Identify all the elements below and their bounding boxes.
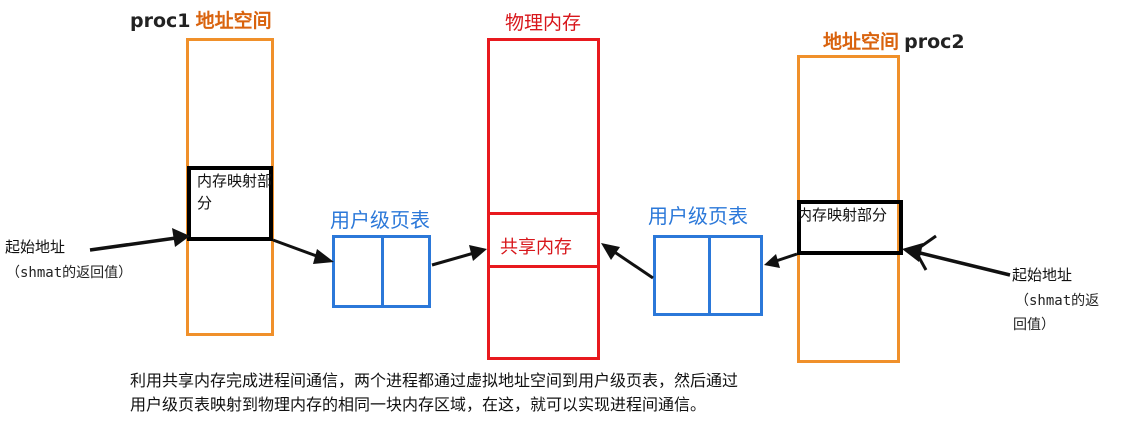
left-page-table bbox=[332, 235, 431, 308]
left-start-address-arrow bbox=[89, 228, 190, 252]
physical-memory-title: 物理内存 bbox=[505, 12, 582, 34]
shared-memory-region bbox=[487, 212, 600, 268]
left-process-title: proc1 地址空间 bbox=[130, 6, 272, 33]
right-page-table-divider bbox=[708, 238, 711, 313]
right-start-address-arrow bbox=[902, 234, 1011, 277]
right-process-title: 地址空间 proc2 bbox=[823, 27, 965, 54]
left-mapped-region-label: 内存映射部分 bbox=[197, 172, 273, 212]
left-start-address-label: 起始地址 bbox=[5, 238, 66, 256]
physical-memory-column bbox=[487, 38, 600, 360]
left-page-table-to-shared-arrow bbox=[431, 245, 487, 267]
right-start-address-label: 起始地址 bbox=[1012, 266, 1073, 284]
right-mapped-region bbox=[797, 200, 903, 255]
right-process-name: proc2 bbox=[904, 31, 965, 53]
right-page-table-label: 用户级页表 bbox=[648, 204, 748, 228]
caption-line-2: 用户级页表映射到物理内存的相同一块内存区域，在这，就可以实现进程间通信。 bbox=[130, 395, 707, 414]
right-mapped-region-label: 内存映射部分 bbox=[797, 206, 888, 224]
left-page-table-label: 用户级页表 bbox=[330, 208, 430, 232]
right-mapping-to-page-table-arrow bbox=[764, 252, 798, 268]
left-start-address-note: （shmat的返回值） bbox=[6, 265, 133, 281]
right-start-address-note-line2: 回值） bbox=[1013, 317, 1055, 333]
right-page-table-to-shared-arrow bbox=[601, 243, 654, 280]
left-process-name: proc1 bbox=[130, 10, 191, 32]
left-page-table-divider bbox=[381, 238, 384, 305]
left-process-space-label: 地址空间 bbox=[195, 10, 272, 32]
right-page-table bbox=[653, 235, 763, 316]
left-mapped-region bbox=[187, 166, 273, 241]
caption-line-1: 利用共享内存完成进程间通信，两个进程都通过虚拟地址空间到用户级页表，然后通过 bbox=[130, 371, 739, 390]
right-start-address-note-line1: （shmat的返 bbox=[1015, 293, 1100, 309]
right-process-space-label: 地址空间 bbox=[823, 31, 900, 53]
left-mapping-to-page-table-arrow bbox=[272, 238, 334, 264]
shared-memory-label: 共享内存 bbox=[500, 237, 572, 258]
